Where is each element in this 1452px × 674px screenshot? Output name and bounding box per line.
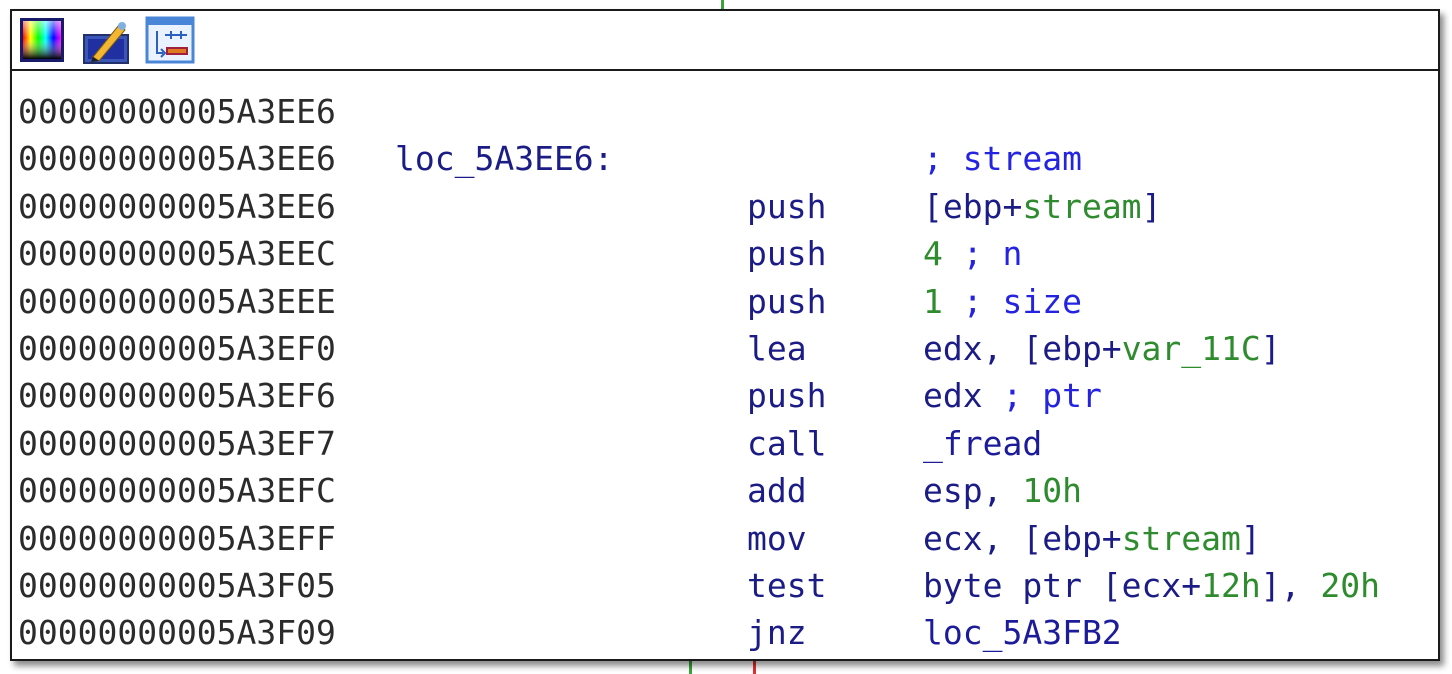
address: 00000000005A3EFC: [18, 471, 336, 511]
label[interactable]: loc_5A3EE6:: [395, 139, 614, 179]
graph-node[interactable]: 00000000005A3EE6 00000000005A3EE6 loc_5A3E…: [10, 9, 1440, 661]
operand-name[interactable]: loc_5A3FB2: [923, 613, 1122, 653]
instruction-row[interactable]: 00000000005A3EE6: [12, 88, 1438, 135]
operand-register: ]: [1141, 186, 1162, 226]
instruction-row[interactable]: 00000000005A3EEE push 1 ; size: [12, 278, 1438, 325]
mnemonic: call: [747, 423, 827, 463]
address: 00000000005A3EF7: [18, 423, 336, 463]
operand-constant: 1: [923, 281, 943, 321]
operands: [ebp+stream]: [923, 183, 1161, 230]
operands: _fread: [923, 420, 1042, 467]
node-toolbar: [12, 11, 1438, 71]
mnemonic: push: [747, 281, 827, 321]
address: 00000000005A3EF0: [18, 328, 336, 368]
rename-pencil-icon: [83, 22, 129, 64]
operand-register: ]: [1260, 328, 1281, 368]
mnemonic: test: [747, 565, 827, 605]
instruction-row[interactable]: 00000000005A3EF7 call _fread: [12, 420, 1438, 467]
instruction-row[interactable]: 00000000005A3EFC add esp, 10h: [12, 467, 1438, 514]
incoming-edge: [721, 0, 724, 10]
disassembly-listing[interactable]: 00000000005A3EE6 00000000005A3EE6 loc_5A3E…: [12, 71, 1438, 657]
mnemonic: jnz: [747, 613, 807, 653]
instruction-row[interactable]: 00000000005A3EF0 lea edx, [ebp+var_11C]: [12, 325, 1438, 372]
operand-constant: var_11C: [1121, 328, 1261, 368]
operand-register: ecx, [ebp+: [923, 518, 1122, 558]
mnemonic: push: [747, 186, 827, 226]
comment: ; n: [942, 234, 1023, 274]
instruction-row[interactable]: 00000000005A3EE6 push [ebp+stream]: [12, 183, 1438, 230]
operand-register: ],: [1260, 565, 1321, 605]
operand-register: edx: [923, 376, 983, 416]
instruction-row[interactable]: 00000000005A3EE6 loc_5A3EE6: ; stream: [12, 135, 1438, 182]
operands: edx, [ebp+var_11C]: [923, 325, 1281, 372]
mnemonic: mov: [747, 518, 807, 558]
operand-register: esp,: [923, 471, 1023, 511]
mnemonic: push: [747, 376, 827, 416]
set-node-color-button[interactable]: [17, 15, 67, 65]
address: 00000000005A3EE6: [18, 92, 336, 131]
instruction-row[interactable]: 00000000005A3EFF mov ecx, [ebp+stream]: [12, 515, 1438, 562]
operand-constant: stream: [1022, 186, 1142, 226]
operand-constant: 12h: [1201, 565, 1261, 605]
instruction-row[interactable]: 00000000005A3F09 jnz loc_5A3FB2: [12, 609, 1438, 656]
group-nodes-button[interactable]: [145, 15, 195, 65]
rename-node-button[interactable]: [81, 15, 131, 65]
group-nodes-icon: [145, 16, 195, 64]
operands: byte ptr [ecx+12h], 20h: [923, 562, 1380, 609]
address: 00000000005A3EE6: [18, 139, 336, 179]
operand-constant: 4: [923, 234, 943, 274]
operand-constant: 20h: [1320, 565, 1380, 605]
operand-constant: 10h: [1022, 471, 1082, 511]
address: 00000000005A3EEC: [18, 234, 336, 274]
instruction-row[interactable]: 00000000005A3EEC push 4 ; n: [12, 230, 1438, 277]
address: 00000000005A3EEE: [18, 281, 336, 321]
instruction-row[interactable]: 00000000005A3EF6 push edx ; ptr: [12, 372, 1438, 419]
operands: ; stream: [923, 135, 1082, 182]
operand-register: edx, [ebp+: [923, 328, 1122, 368]
comment: ; ptr: [982, 376, 1102, 416]
operands: 1 ; size: [923, 278, 1082, 325]
address: 00000000005A3EE6: [18, 186, 336, 226]
mnemonic: lea: [747, 328, 807, 368]
operands: loc_5A3FB2: [923, 609, 1122, 656]
mnemonic: push: [747, 234, 827, 274]
operands: edx ; ptr: [923, 372, 1102, 419]
false-branch-edge: [753, 658, 756, 674]
color-palette-icon: [20, 18, 64, 62]
operand-constant: stream: [1121, 518, 1241, 558]
address: 00000000005A3F09: [18, 613, 336, 653]
operands: esp, 10h: [923, 467, 1082, 514]
true-branch-edge: [689, 658, 692, 674]
address: 00000000005A3EF6: [18, 376, 336, 416]
address: 00000000005A3EFF: [18, 518, 336, 558]
mnemonic: add: [747, 471, 807, 511]
operands: ecx, [ebp+stream]: [923, 515, 1261, 562]
operand-register: [ebp+: [923, 186, 1023, 226]
instruction-row[interactable]: 00000000005A3F05 test byte ptr [ecx+12h], …: [12, 562, 1438, 609]
operand-register: byte ptr [ecx+: [923, 565, 1202, 605]
operands: 4 ; n: [923, 230, 1022, 277]
operand-name[interactable]: _fread: [923, 423, 1043, 463]
comment: ; size: [942, 281, 1082, 321]
address: 00000000005A3F05: [18, 565, 336, 605]
comment: ; stream: [923, 139, 1082, 179]
operand-register: ]: [1240, 518, 1261, 558]
